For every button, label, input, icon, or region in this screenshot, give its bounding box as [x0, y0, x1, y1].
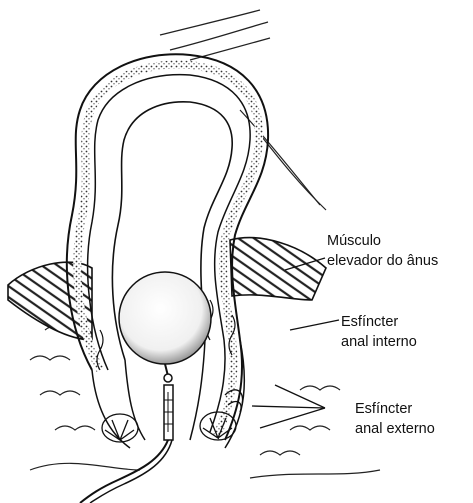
rectal-balloon — [119, 272, 211, 364]
external-sphincter-label-line2: anal externo — [355, 420, 435, 438]
internal-sphincter-label-line1: Esfíncter — [341, 313, 398, 331]
top-fiber-lines — [160, 10, 270, 60]
external-sphincter-label-line1: Esfíncter — [355, 400, 412, 418]
levator-ani-label-line2: elevador do ânus — [327, 252, 438, 270]
levator-ani-label-line1: Músculo — [327, 232, 381, 250]
internal-sphincter-label-line2: anal interno — [341, 333, 417, 351]
